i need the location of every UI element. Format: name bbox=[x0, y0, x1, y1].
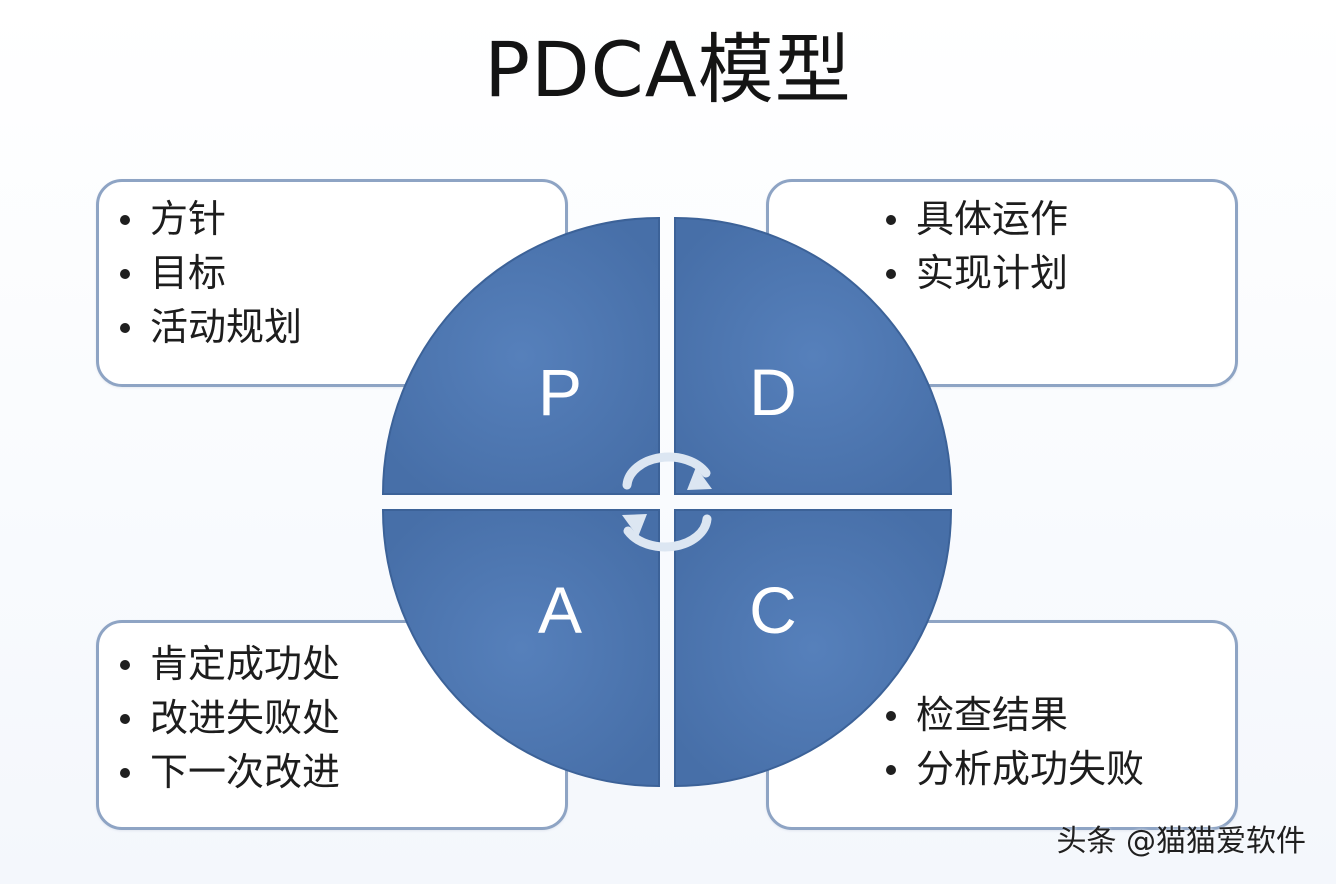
do-bullet-item: 实现计划 bbox=[882, 246, 1068, 300]
act-letter: A bbox=[538, 573, 582, 647]
do-letter: D bbox=[749, 355, 797, 429]
act-bullet-item: 肯定成功处 bbox=[116, 637, 340, 691]
bullet-dot-icon bbox=[886, 269, 896, 279]
check-bullet-list: 检查结果 分析成功失败 bbox=[882, 688, 1144, 796]
plan-quadrant bbox=[381, 216, 660, 495]
bullet-dot-icon bbox=[120, 269, 130, 279]
bullet-dot-icon bbox=[120, 768, 130, 778]
do-bullet-list: 具体运作 实现计划 bbox=[882, 192, 1068, 300]
plan-bullet-item: 目标 bbox=[116, 246, 302, 300]
act-quadrant bbox=[381, 509, 660, 788]
plan-bullet-item: 方针 bbox=[116, 192, 302, 246]
do-bullet-item: 具体运作 bbox=[882, 192, 1068, 246]
check-quadrant bbox=[674, 509, 953, 788]
plan-bullet-item: 活动规划 bbox=[116, 300, 302, 354]
bullet-dot-icon bbox=[120, 660, 130, 670]
bullet-dot-icon bbox=[886, 765, 896, 775]
plan-letter: P bbox=[538, 355, 582, 429]
check-bullet-item: 检查结果 bbox=[882, 688, 1144, 742]
bullet-dot-icon bbox=[886, 711, 896, 721]
bullet-dot-icon bbox=[120, 215, 130, 225]
check-bullet-item: 分析成功失败 bbox=[882, 742, 1144, 796]
act-bullet-item: 改进失败处 bbox=[116, 691, 340, 745]
check-letter: C bbox=[749, 573, 797, 647]
pdca-cycle-wheel: P D A C bbox=[381, 216, 953, 788]
bullet-dot-icon bbox=[120, 714, 130, 724]
watermark: 头条 @猫猫爱软件 bbox=[1056, 824, 1306, 859]
bullet-dot-icon bbox=[886, 215, 896, 225]
plan-bullet-list: 方针 目标 活动规划 bbox=[116, 192, 302, 354]
cycle-arrows-icon bbox=[622, 452, 712, 552]
do-quadrant bbox=[674, 216, 953, 495]
act-bullet-item: 下一次改进 bbox=[116, 745, 340, 799]
page-title: PDCA模型 bbox=[484, 25, 852, 114]
act-bullet-list: 肯定成功处 改进失败处 下一次改进 bbox=[116, 637, 340, 799]
bullet-dot-icon bbox=[120, 323, 130, 333]
